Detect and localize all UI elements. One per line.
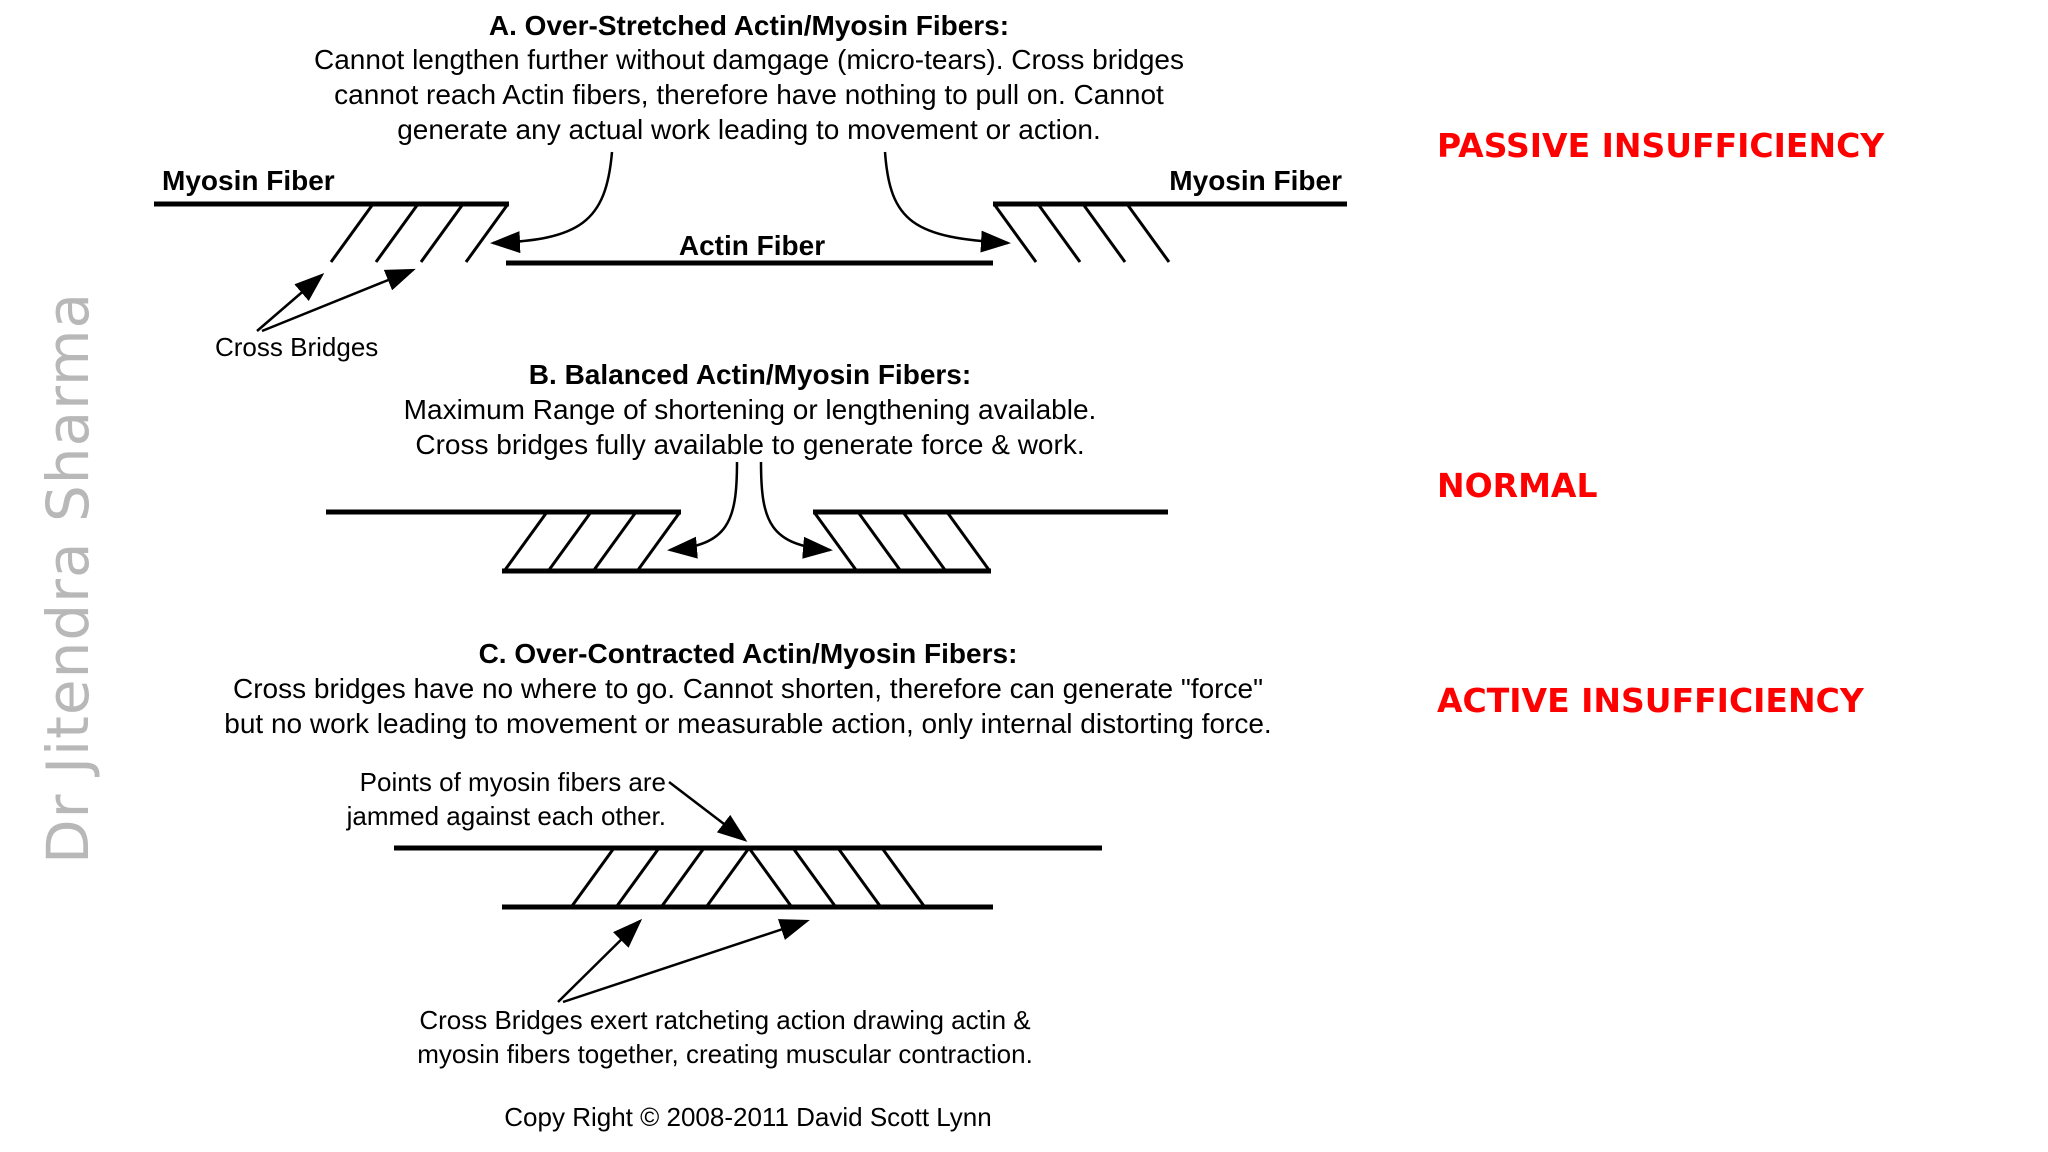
myosin-fiber-right-label: Myosin Fiber — [1169, 165, 1342, 196]
cross-bridges-right — [992, 203, 1171, 263]
section-a-line-1: Cannot lengthen further without damgage … — [314, 44, 1184, 75]
arrow-b-right — [759, 461, 833, 559]
section-c-title: C. Over-Contracted Actin/Myosin Fibers: — [479, 638, 1018, 669]
section-a: A. Over-Stretched Actin/Myosin Fibers: C… — [154, 10, 1347, 362]
section-c-line-2: but no work leading to movement or measu… — [224, 708, 1271, 739]
section-b-line-1: Maximum Range of shortening or lengtheni… — [404, 394, 1097, 425]
ratchet-note-line-1: Cross Bridges exert ratcheting action dr… — [419, 1005, 1030, 1035]
section-c: C. Over-Contracted Actin/Myosin Fibers: … — [224, 638, 1271, 1132]
arrow-to-left-bridges — [490, 151, 614, 254]
normal-label: NORMAL — [1437, 466, 1598, 505]
cross-bridges-left — [329, 203, 510, 263]
cross-bridges-arrow-2 — [261, 268, 416, 333]
ratchet-note-line-2: myosin fibers together, creating muscula… — [417, 1039, 1033, 1069]
cross-bridges-c-right — [747, 847, 926, 907]
section-b-title: B. Balanced Actin/Myosin Fibers: — [529, 359, 971, 390]
actin-fiber-label: Actin Fiber — [679, 230, 825, 261]
cross-bridges-b-left — [503, 511, 682, 571]
myosin-fiber-left-label: Myosin Fiber — [162, 165, 335, 196]
active-insufficiency-label: ACTIVE INSUFFICIENCY — [1437, 681, 1864, 720]
copyright-text: Copy Right © 2008-2011 David Scott Lynn — [504, 1102, 991, 1132]
passive-insufficiency-label: PASSIVE INSUFFICIENCY — [1437, 126, 1885, 165]
ratchet-arrow-1 — [557, 918, 643, 1003]
section-a-line-3: generate any actual work leading to move… — [397, 114, 1101, 145]
section-a-title: A. Over-Stretched Actin/Myosin Fibers: — [489, 10, 1009, 41]
cross-bridges-c-left — [570, 847, 751, 907]
points-note-line-2: jammed against each other. — [346, 801, 666, 831]
section-c-line-1: Cross bridges have no where to go. Canno… — [233, 673, 1263, 704]
points-note-arrow — [668, 781, 748, 842]
cross-bridges-b-right — [812, 511, 991, 571]
cross-bridges-label: Cross Bridges — [215, 332, 378, 362]
arrow-b-left — [667, 461, 739, 559]
arrow-to-right-bridges — [883, 151, 1011, 253]
ratchet-arrow-2 — [562, 919, 810, 1004]
points-note-line-1: Points of myosin fibers are — [360, 767, 666, 797]
section-b: B. Balanced Actin/Myosin Fibers: Maximum… — [326, 359, 1168, 574]
section-a-line-2: cannot reach Actin fibers, therefore hav… — [334, 79, 1164, 110]
section-b-line-2: Cross bridges fully available to generat… — [415, 429, 1084, 460]
cross-bridges-arrow-1 — [256, 273, 325, 332]
